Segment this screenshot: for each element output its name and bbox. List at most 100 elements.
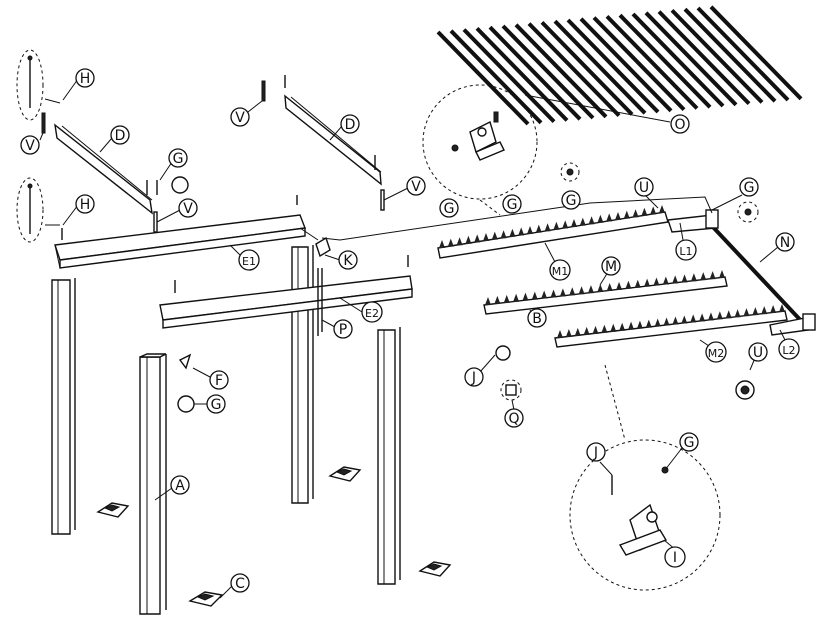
gutter-tooth [779, 304, 785, 312]
gutter-tooth [531, 291, 538, 300]
gutter-tooth [503, 294, 510, 303]
callout-g-7: G [679, 432, 699, 452]
gutter-tooth [562, 220, 569, 229]
gutter-tooth [663, 317, 670, 326]
gutter-tooth [513, 293, 520, 302]
detail-g-small-2 [560, 162, 580, 182]
callout-h-top: H [75, 68, 95, 88]
svg-text:E2: E2 [365, 307, 379, 320]
callout-u-2: U [748, 342, 768, 362]
callout-q: Q [504, 408, 524, 428]
gutter-tooth [491, 231, 498, 240]
gutter-tooth [597, 214, 604, 223]
post-front-left [139, 353, 167, 615]
gutter-m2 [554, 304, 788, 348]
roof-slat [553, 19, 647, 115]
svg-text:M: M [605, 259, 617, 275]
svg-text:A: A [175, 478, 185, 494]
gutter-tooth [709, 271, 716, 280]
roof-slat [618, 13, 712, 109]
roof-slat [696, 6, 790, 102]
post-rear-left [51, 278, 76, 535]
svg-text:V: V [235, 110, 245, 126]
bracket-l2 [769, 313, 816, 336]
callout-e1: E1 [238, 249, 260, 271]
callout-g-5: G [561, 190, 581, 210]
roof-slat [579, 17, 673, 113]
gutter-tooth [606, 213, 613, 222]
beam-e2 [159, 275, 413, 329]
gutter-tooth [465, 235, 472, 244]
svg-text:E1: E1 [242, 255, 256, 268]
gutter-tooth [770, 305, 777, 314]
gutter-tooth [681, 315, 688, 324]
gutter-tooth [500, 230, 507, 239]
svg-text:J: J [593, 445, 598, 461]
gutter-tooth [485, 297, 491, 305]
detail-circle-bottom [569, 364, 721, 591]
screw-v-4 [380, 189, 385, 211]
svg-text:C: C [235, 576, 245, 592]
gutter-tooth [447, 238, 454, 247]
part-k [315, 236, 331, 258]
callout-v-3: V [178, 198, 198, 218]
svg-text:G: G [211, 397, 222, 413]
roof-slat [527, 22, 621, 117]
gutter-tooth [725, 310, 732, 319]
gutter-tooth [456, 237, 463, 246]
svg-text:V: V [183, 201, 193, 217]
beam-d-left [54, 123, 153, 215]
screw-v-3 [153, 211, 158, 233]
roof-slat [592, 16, 686, 111]
callout-g-3: G [439, 198, 459, 218]
roof-slat [670, 9, 764, 104]
screw-v-1 [41, 112, 46, 134]
callout-l2: L2 [778, 338, 800, 360]
roof-slat [462, 28, 556, 123]
gutter-tooth [681, 274, 688, 283]
roof-slat [644, 11, 738, 107]
callout-m1: M1 [549, 259, 571, 281]
gutter-tooth [494, 295, 501, 304]
gutter-tooth [700, 272, 707, 281]
gutter-tooth [690, 273, 697, 282]
svg-text:D: D [115, 128, 126, 144]
gutter-tooth [583, 326, 590, 335]
gutter-tooth [659, 205, 665, 213]
gutter-tooth [619, 322, 626, 331]
roof-slat [488, 25, 582, 121]
gutter-tooth [752, 307, 759, 316]
svg-text:B: B [532, 311, 542, 327]
gutter-tooth [557, 330, 563, 338]
roof-slat [436, 30, 530, 126]
callout-v-4: V [406, 176, 426, 196]
svg-text:P: P [339, 322, 347, 338]
roof-slat [657, 10, 751, 105]
svg-text:U: U [639, 180, 649, 196]
callout-e2: E2 [361, 301, 383, 323]
gutter-tooth [574, 327, 581, 336]
svg-text:G: G [566, 193, 577, 209]
gutter-tooth [565, 328, 572, 337]
post-rear-mid [291, 245, 314, 504]
gutter-tooth [743, 308, 750, 317]
gutter-tooth [672, 275, 679, 284]
callout-p: P [333, 319, 353, 339]
gutter-tooth [632, 209, 639, 218]
svg-text:D: D [345, 117, 356, 133]
nut-u [735, 380, 755, 400]
gutter-tooth [734, 309, 741, 318]
detail-h-top [16, 49, 61, 121]
callout-m: M [601, 256, 621, 276]
gutter-tooth [623, 210, 630, 219]
gutter-tooth [541, 290, 548, 299]
callout-n: N [775, 232, 795, 252]
svg-text:G: G [173, 151, 184, 167]
roof-slat [683, 7, 777, 103]
gutter-tooth [587, 285, 594, 294]
svg-text:J: J [471, 370, 476, 386]
gutter-tooth [716, 311, 723, 320]
gutter-tooth [654, 318, 661, 327]
gutter-tooth [578, 286, 585, 295]
